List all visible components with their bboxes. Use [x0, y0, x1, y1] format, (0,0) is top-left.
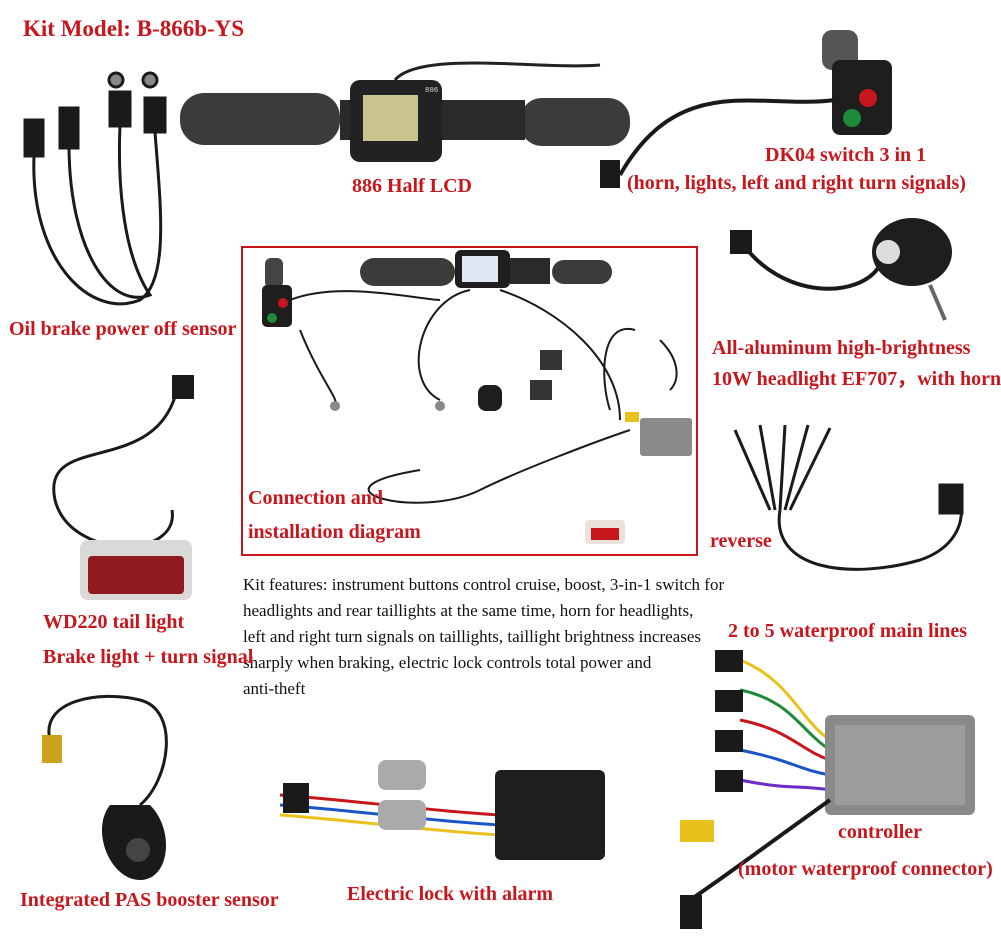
kit-features-text: Kit features: instrument buttons control… — [243, 572, 725, 702]
pas-sensor-label: Integrated PAS booster sensor — [20, 889, 279, 911]
feature-line: left and right turn signals on taillight… — [243, 627, 701, 646]
lcd-label: 886 Half LCD — [352, 175, 472, 197]
feature-line: anti-theft — [243, 679, 306, 698]
controller-label-line2: (motor waterproof connector) — [738, 858, 993, 880]
electric-lock-label: Electric lock with alarm — [347, 883, 554, 905]
taillight-label-line1: WD220 tail light — [43, 611, 185, 633]
lcd-display-assembly: 886 — [180, 61, 630, 162]
electric-lock-image — [279, 760, 605, 860]
feature-line: sharply when braking, electric lock cont… — [243, 653, 652, 672]
switch-label-line2: (horn, lights, left and right turn signa… — [627, 172, 966, 194]
tail-light-image — [52, 375, 194, 600]
feature-line: headlights and rear taillights at the sa… — [243, 601, 694, 620]
diagram-label-line1: Connection and — [248, 487, 384, 509]
dk04-switch-image — [600, 30, 892, 188]
feature-line: Kit features: instrument buttons control… — [243, 575, 725, 594]
diagram-label-line2: installation diagram — [248, 521, 421, 543]
controller-label-line1: controller — [838, 821, 923, 843]
brake-sensor-image — [23, 71, 167, 306]
pas-sensor-image — [42, 694, 168, 880]
installation-diagram-frame — [241, 246, 698, 556]
brake-sensor-label: Oil brake power off sensor — [9, 318, 237, 340]
switch-label-line1: DK04 switch 3 in 1 — [765, 144, 927, 166]
page-title: Kit Model: B-866b-YS — [23, 16, 245, 41]
installation-diagram-image — [262, 250, 692, 544]
lcd-brand-text: 886 — [425, 86, 439, 94]
reverse-label: reverse — [710, 530, 772, 552]
taillight-label-line2: Brake light + turn signal — [43, 646, 254, 668]
main-lines-label: 2 to 5 waterproof main lines — [728, 620, 968, 642]
controller-image — [680, 650, 975, 929]
main-lines-image — [733, 424, 964, 571]
headlight-label-line2: 10W headlight EF707，with horn — [712, 368, 1001, 390]
headlight-image — [730, 218, 952, 321]
headlight-label-line1: All-aluminum high-brightness — [712, 337, 971, 359]
